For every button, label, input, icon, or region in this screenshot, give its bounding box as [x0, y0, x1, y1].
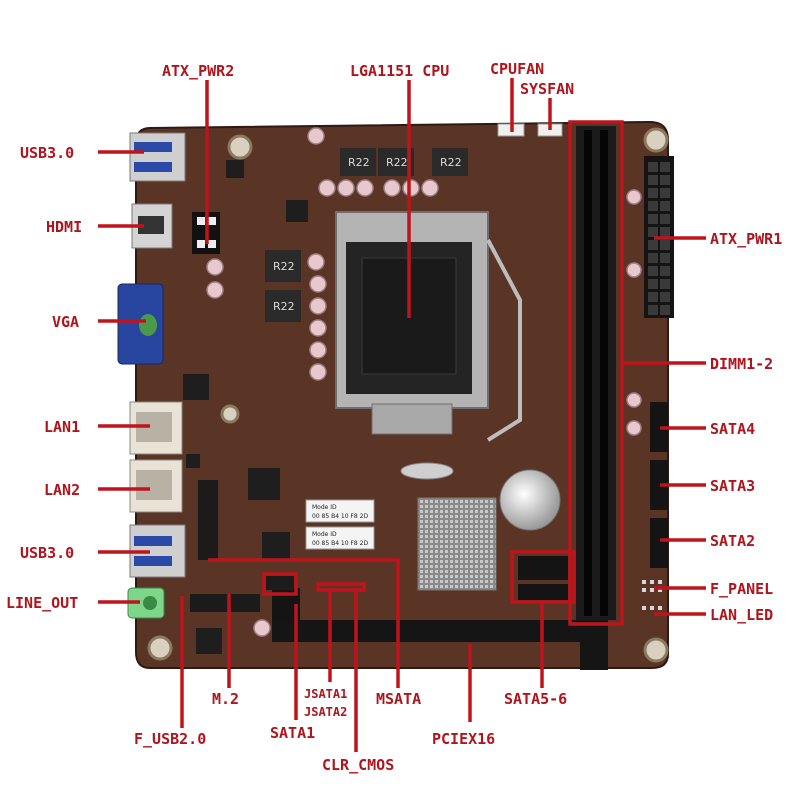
label-sata3: SATA3 — [710, 477, 755, 495]
ic-chips — [183, 160, 308, 654]
choke-3-text: R22 — [440, 156, 462, 169]
label-dimm: DIMM1-2 — [710, 355, 773, 373]
cmos-battery — [499, 469, 561, 531]
label-msata: MSATA — [376, 690, 421, 708]
label-sata56: SATA5-6 — [504, 690, 567, 708]
sticker-2-code: 00 85 B4 10 F8 2D — [312, 540, 368, 547]
sticker-1-code: 00 85 B4 10 F8 2D — [312, 513, 368, 520]
choke-4-text: R22 — [273, 260, 295, 273]
sata-5-6-ports — [518, 556, 568, 600]
label-lan-led: LAN_LED — [710, 606, 773, 624]
label-usb3-bottom: USB3.0 — [20, 544, 74, 562]
label-atx-pwr2: ATX_PWR2 — [162, 62, 234, 80]
msata-slot — [198, 480, 218, 560]
choke-1-text: R22 — [348, 156, 370, 169]
label-lan1: LAN1 — [44, 418, 80, 436]
label-jsata2: JSATA2 — [304, 705, 347, 719]
highlight-boxes — [262, 120, 624, 626]
label-sysfan: SYSFAN — [520, 80, 574, 98]
sata-ports-right — [650, 402, 668, 568]
label-atx-pwr1: ATX_PWR1 — [710, 230, 782, 248]
vrm-chokes: R22 R22 R22 R22 R22 — [265, 148, 468, 322]
label-sata4: SATA4 — [710, 420, 755, 438]
label-lan2: LAN2 — [44, 481, 80, 499]
m2-slot — [190, 594, 260, 612]
label-clr-cmos: CLR_CMOS — [322, 756, 394, 774]
front-panel-headers — [642, 580, 662, 610]
pcie-x16-slot — [272, 620, 592, 642]
label-line-out: LINE_OUT — [6, 594, 78, 612]
label-usb3-top: USB3.0 — [20, 144, 74, 162]
rear-io — [117, 132, 186, 619]
label-hdmi: HDMI — [46, 218, 82, 236]
dimm-slots — [576, 126, 616, 620]
label-jsata1: JSATA1 — [304, 687, 347, 701]
mode-id-sticker-2: Mode ID 00 85 B4 10 F8 2D — [305, 526, 375, 550]
label-cpufan: CPUFAN — [490, 60, 544, 78]
choke-2-text: R22 — [386, 156, 408, 169]
sticker-2-title: Mode ID — [312, 531, 337, 538]
label-f-usb2: F_USB2.0 — [134, 730, 206, 748]
jsata-jumpers — [266, 576, 294, 590]
label-f-panel: F_PANEL — [710, 580, 773, 598]
capacitors — [206, 127, 642, 637]
label-m2: M.2 — [212, 690, 239, 708]
mounting-holes — [147, 127, 669, 663]
label-pciex16: PCIEX16 — [432, 730, 495, 748]
chipset-heatsink — [417, 497, 497, 591]
usb3-top-port — [129, 132, 186, 182]
label-sata2: SATA2 — [710, 532, 755, 550]
mode-id-sticker-1: Mode ID 00 85 B4 10 F8 2D — [305, 499, 375, 523]
choke-5-text: R22 — [273, 300, 295, 313]
labels: USB3.0 HDMI VGA LAN1 LAN2 USB3.0 LINE_OU… — [6, 60, 782, 774]
crystal — [400, 462, 454, 480]
cpu-socket — [335, 211, 522, 442]
label-vga: VGA — [52, 313, 79, 331]
label-sata1: SATA1 — [270, 724, 315, 742]
label-cpu: LGA1151 CPU — [350, 62, 449, 80]
leader-lines — [98, 78, 706, 752]
sticker-1-title: Mode ID — [312, 504, 337, 511]
